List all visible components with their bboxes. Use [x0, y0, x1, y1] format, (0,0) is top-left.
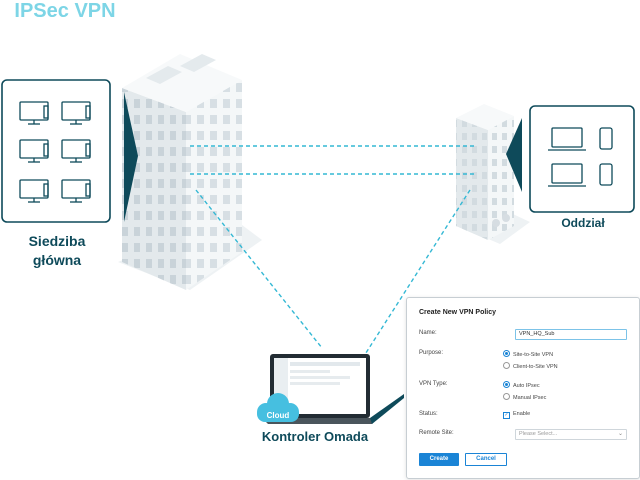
- form-title: Create New VPN Policy: [419, 309, 497, 316]
- radio-selected-icon: [503, 381, 510, 388]
- vpn-type-label: VPN Type:: [419, 381, 448, 387]
- name-label: Name:: [419, 330, 437, 336]
- purpose-option-label: Client-to-Site VPN: [513, 364, 558, 370]
- smartphone-icon: [599, 127, 613, 186]
- headquarters-label: Siedziba główna: [12, 232, 102, 270]
- controller-label: Kontroler Omada: [261, 429, 369, 444]
- vpn-tunnel-lines: [190, 145, 476, 357]
- purpose-option-label: Site-to-Site VPN: [513, 352, 554, 358]
- vpn-type-option-label: Manual IPsec: [513, 395, 547, 401]
- checkmark-icon: ✓: [503, 412, 510, 419]
- purpose-client-to-site-radio[interactable]: Client-to-Site VPN: [503, 362, 558, 370]
- branch-label: Oddział: [561, 216, 605, 230]
- vpn-type-manual-radio[interactable]: Manual IPsec: [503, 393, 546, 401]
- purpose-row: Purpose:: [419, 349, 629, 359]
- vpn-policy-form: Create New VPN Policy Name: VPN_HQ_Sub P…: [406, 297, 640, 479]
- headquarters-label-line2: główna: [32, 252, 82, 268]
- purpose-label: Purpose:: [419, 350, 444, 356]
- name-row: Name: VPN_HQ_Sub: [419, 329, 629, 340]
- link-hq-controller: [195, 189, 323, 349]
- remote-site-label: Remote Site:: [419, 430, 454, 436]
- status-row: Status:: [419, 410, 629, 420]
- cloud-icon: Cloud: [257, 393, 299, 422]
- hq-devices-panel: [1, 79, 138, 223]
- headquarters-label-line1: Siedziba: [28, 233, 86, 249]
- chevron-down-icon: ⌄: [617, 431, 623, 437]
- link-branch-controller: [363, 189, 471, 357]
- branch-building: [456, 104, 514, 240]
- radio-unselected-icon: [503, 362, 510, 369]
- vpn-label: IPSec VPN: [14, 0, 116, 22]
- status-label: Status:: [419, 411, 438, 417]
- name-input[interactable]: VPN_HQ_Sub: [515, 329, 627, 340]
- remote-site-select[interactable]: Please Select... ⌄: [515, 429, 627, 440]
- remote-site-placeholder: Please Select...: [519, 431, 558, 437]
- status-enable-checkbox[interactable]: ✓Enable: [503, 411, 530, 419]
- radio-selected-icon: [503, 350, 510, 357]
- vpn-type-option-label: Auto IPsec: [513, 383, 540, 389]
- radio-unselected-icon: [503, 393, 510, 400]
- cloud-label: Cloud: [267, 411, 290, 420]
- create-button[interactable]: Create: [419, 453, 459, 466]
- status-checkbox-label: Enable: [513, 411, 531, 417]
- laptop-icon: [548, 127, 586, 187]
- branch-devices-panel: [506, 105, 635, 213]
- desktop-icon: [19, 101, 91, 203]
- vpn-type-auto-radio[interactable]: Auto IPsec: [503, 381, 540, 389]
- headquarters-building: [122, 54, 242, 290]
- remote-site-row: Remote Site: Please Select... ⌄: [419, 429, 629, 440]
- cancel-button[interactable]: Cancel: [465, 453, 507, 466]
- vpn-type-row: VPN Type:: [419, 380, 629, 390]
- purpose-site-to-site-radio[interactable]: Site-to-Site VPN: [503, 350, 553, 358]
